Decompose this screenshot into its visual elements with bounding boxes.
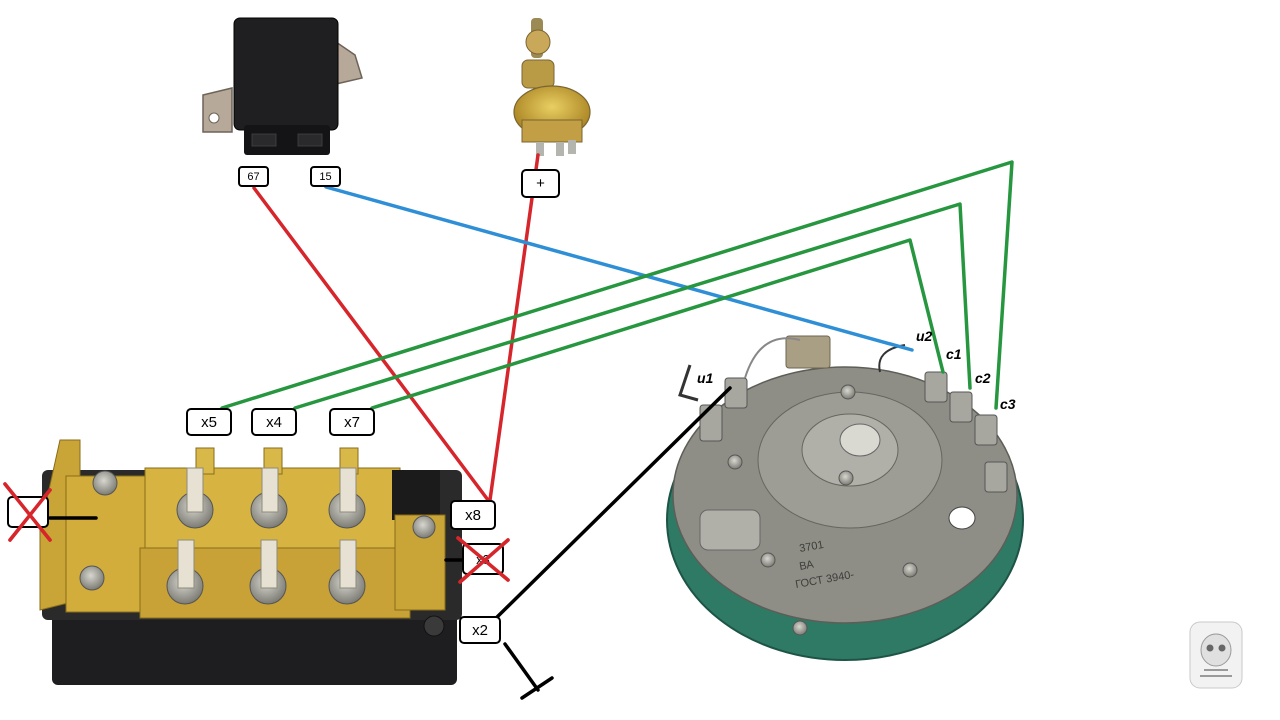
wire-15-to-u2 xyxy=(324,185,914,352)
terminal-label-u1: u1 xyxy=(697,370,714,386)
wire-plus-to-x8 xyxy=(488,153,540,502)
terminal-label-x7: x7 xyxy=(329,408,375,436)
terminal-label-c1: c1 xyxy=(946,346,962,362)
wire-x5-to-c3 xyxy=(220,160,1014,410)
ignition-switch xyxy=(513,18,591,156)
wire-x2-to-u1 xyxy=(490,386,732,624)
rectifier-block xyxy=(39,439,462,685)
terminal-label-c2: c2 xyxy=(975,370,991,386)
terminal-label-u2: u2 xyxy=(916,328,933,344)
wire-x7-to-c1 xyxy=(370,238,945,410)
terminal-label-x5: x5 xyxy=(186,408,232,436)
skull-logo xyxy=(1189,621,1243,689)
terminal-label-x2: x2 xyxy=(459,616,501,644)
wire-67-to-x8 xyxy=(252,186,490,502)
terminal-label-x4: x4 xyxy=(251,408,297,436)
terminal-label-plus: + xyxy=(521,169,560,198)
terminal-label-67: 67 xyxy=(238,166,269,187)
terminal-label-c3: c3 xyxy=(1000,396,1016,412)
terminal-label-15: 15 xyxy=(310,166,341,187)
stamp-line-1: 3701 xyxy=(798,539,824,555)
wires xyxy=(48,153,1014,700)
terminal-label-x8: x8 xyxy=(450,500,496,530)
stamp-line-2: ВА xyxy=(798,559,815,573)
wire-x2-to-ground xyxy=(503,642,540,692)
wire-x4-to-c2 xyxy=(293,202,972,410)
ground-symbol xyxy=(520,676,554,700)
voltage-regulator xyxy=(202,17,363,155)
